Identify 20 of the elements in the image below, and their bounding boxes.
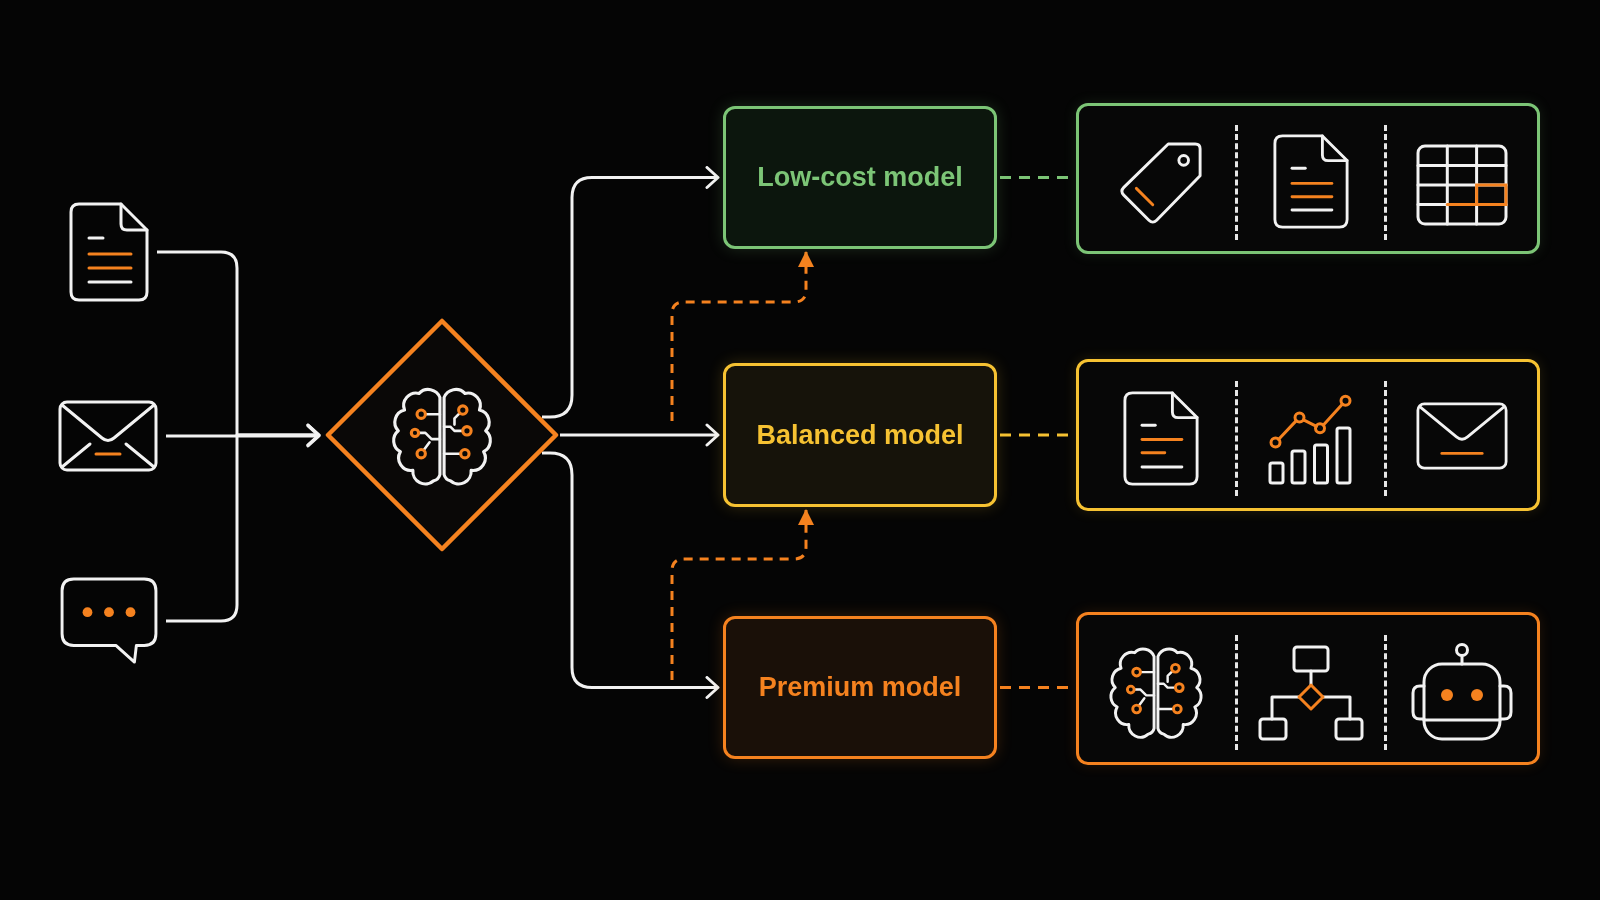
icon-panel — [1076, 103, 1540, 254]
model-label: Low-cost model — [757, 162, 963, 193]
model-box — [723, 363, 997, 507]
dashed-arrow — [670, 251, 814, 421]
model-label: Premium model — [758, 672, 962, 703]
icon-panel — [1076, 612, 1540, 765]
model-label: Balanced model — [756, 419, 964, 451]
arrow — [542, 451, 720, 699]
dashed-arrow — [670, 509, 814, 680]
arrow — [542, 166, 720, 419]
document-icon — [69, 202, 149, 302]
arrow — [166, 423, 321, 623]
model-box — [723, 106, 997, 249]
chat-bubble-icon — [60, 577, 158, 665]
decision-diamond — [324, 317, 560, 553]
icon-panel — [1076, 359, 1540, 511]
arrow — [166, 424, 321, 448]
model-box — [723, 616, 997, 759]
envelope-icon — [58, 400, 158, 472]
arrow — [560, 423, 720, 447]
